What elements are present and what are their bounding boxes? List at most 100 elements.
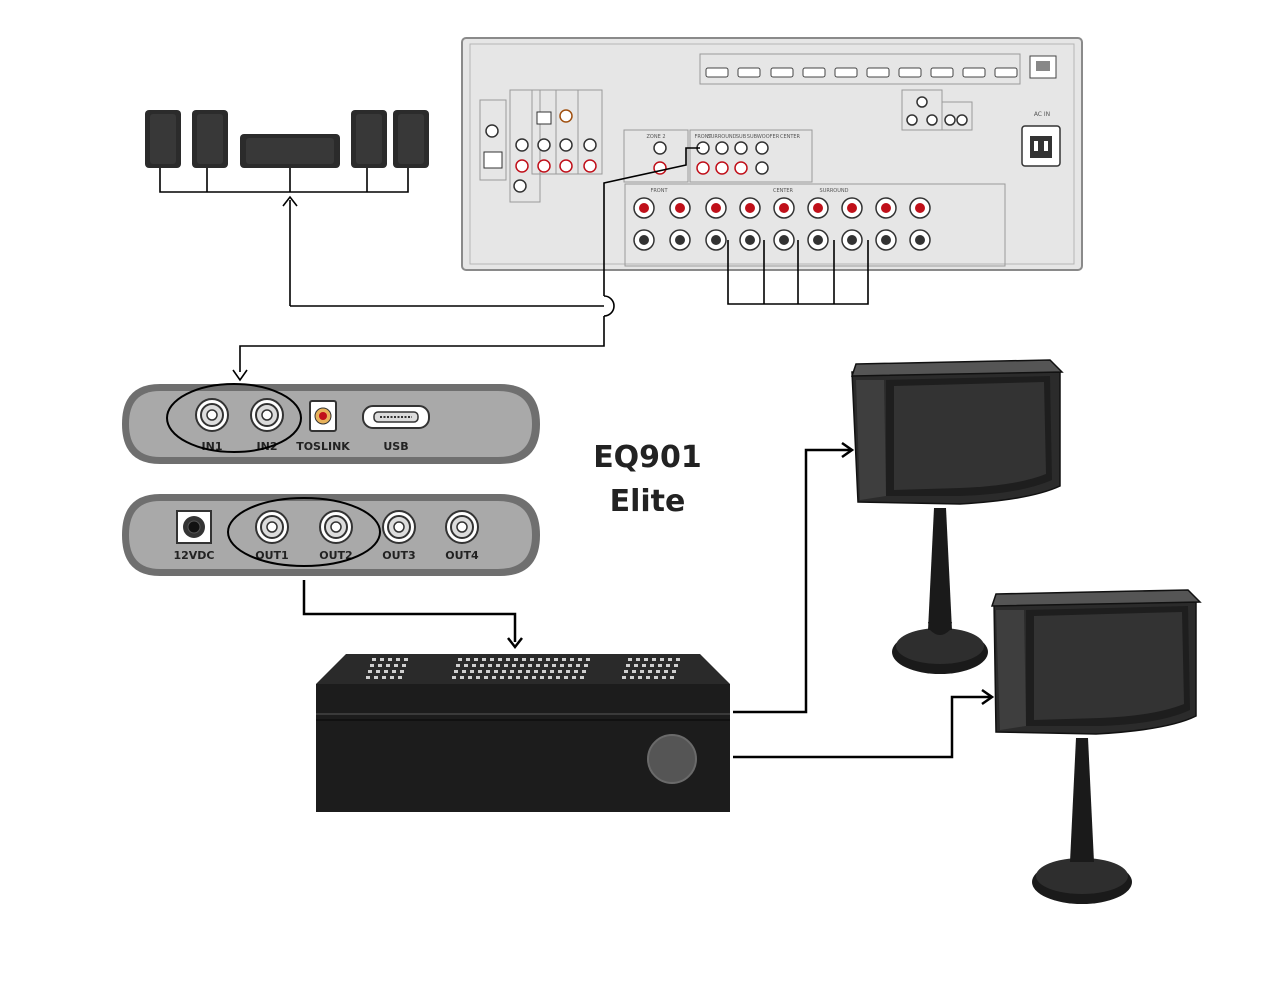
- in2-jack[interactable]: [250, 398, 284, 432]
- amp-volume-knob[interactable]: [647, 734, 697, 784]
- toslink-port[interactable]: [309, 400, 337, 432]
- amp-vent-slot: [454, 670, 458, 673]
- amp-vent-slot: [382, 676, 386, 679]
- amp-vent-slot: [632, 670, 636, 673]
- amp-vent-slot: [514, 658, 518, 661]
- amp-vent-slot: [536, 664, 540, 667]
- amp-vent-slot: [556, 676, 560, 679]
- out3-label: OUT3: [382, 549, 415, 562]
- amp-vent-slot: [504, 664, 508, 667]
- amp-vent-slot: [562, 658, 566, 661]
- amp-vent-slot: [462, 670, 466, 673]
- product-title-line1: EQ901: [593, 440, 702, 475]
- amp-vent-slot: [664, 670, 668, 673]
- amp-vent-slot: [482, 658, 486, 661]
- amp-vent-slot: [654, 676, 658, 679]
- amp-vent-slot: [512, 664, 516, 667]
- amp-vent-slot: [488, 664, 492, 667]
- amp-vent-slot: [668, 658, 672, 661]
- amp-vent-slot: [530, 658, 534, 661]
- amp-vent-slot: [672, 670, 676, 673]
- product-title: EQ901 Elite: [560, 436, 735, 524]
- amp-vent-slot: [510, 670, 514, 673]
- in1-jack[interactable]: [195, 398, 229, 432]
- amp-vent-slot: [554, 658, 558, 661]
- amp-vent-slot: [544, 664, 548, 667]
- amp-vent-slot: [570, 658, 574, 661]
- amp-vent-slot: [456, 664, 460, 667]
- amp-vent-slot: [542, 670, 546, 673]
- amp-vent-slot: [662, 676, 666, 679]
- amp-vent-slot: [584, 664, 588, 667]
- usb-port[interactable]: [362, 405, 430, 429]
- amp-vent-slot: [564, 676, 568, 679]
- amp-vent-slot: [546, 658, 550, 661]
- out1-jack[interactable]: [255, 510, 289, 544]
- preout-label-center: CENTER: [780, 134, 801, 140]
- amp-vent-slot: [560, 664, 564, 667]
- speaker-terminal-post: [881, 203, 891, 213]
- amp-vent-slot: [496, 664, 500, 667]
- amp-vent-slot: [648, 670, 652, 673]
- power-amplifier: [316, 654, 730, 812]
- amp-vent-slot: [368, 670, 372, 673]
- amp-vent-slot: [402, 664, 406, 667]
- amp-vent-slot: [474, 658, 478, 661]
- speaker-terminal-post: [745, 203, 755, 213]
- eq-to-amp-wire: [302, 580, 523, 650]
- amp-vent-slot: [492, 676, 496, 679]
- speaker-terminal-post: [779, 235, 789, 245]
- amp-vent-slot: [568, 664, 572, 667]
- amp-vent-slot: [494, 670, 498, 673]
- out3-jack[interactable]: [382, 510, 416, 544]
- amp-vent-slot: [518, 670, 522, 673]
- amp-vent-slot: [384, 670, 388, 673]
- terminal-group-front: FRONT: [650, 188, 668, 194]
- ac-in-label: AC IN: [1034, 111, 1050, 118]
- amp-vent-slot: [626, 664, 630, 667]
- amp-vent-slot: [484, 676, 488, 679]
- amp-vent-slot: [548, 676, 552, 679]
- speaker-terminals: FRONT CENTER SURROUND: [624, 183, 1006, 267]
- surround-speaker-set: [145, 110, 429, 193]
- amp-vent-slot: [386, 664, 390, 667]
- hdmi-port-row: [699, 53, 1021, 85]
- amp-vent-slot: [404, 658, 408, 661]
- amp-vent-slot: [630, 676, 634, 679]
- out4-jack[interactable]: [445, 510, 479, 544]
- terminal-group-surround: SURROUND: [820, 188, 849, 194]
- amp-vent-slot: [464, 664, 468, 667]
- amp-vent-slot: [576, 664, 580, 667]
- in2-label: IN2: [257, 440, 278, 453]
- speaker-terminal-post: [745, 235, 755, 245]
- amp-vent-slot: [458, 658, 462, 661]
- out2-jack[interactable]: [319, 510, 353, 544]
- amp-vent-slot: [628, 658, 632, 661]
- amp-vent-slot: [388, 658, 392, 661]
- speaker-terminal-post: [847, 235, 857, 245]
- amp-vent-slot: [476, 676, 480, 679]
- dc-power-jack[interactable]: [176, 510, 212, 544]
- amp-vent-slot: [572, 676, 576, 679]
- receiver-audio-inputs: [479, 89, 603, 203]
- preout-label-sub: SUB: [736, 134, 747, 140]
- amp-vent-slot: [398, 676, 402, 679]
- amp-vent-slot: [378, 664, 382, 667]
- amp-vent-slot: [650, 664, 654, 667]
- amp-vent-slot: [656, 670, 660, 673]
- input-highlight-ellipse: [166, 383, 302, 453]
- amp-vent-slot: [532, 676, 536, 679]
- amp-vent-slot: [522, 658, 526, 661]
- amp-vent-slot: [374, 676, 378, 679]
- amp-vent-slot: [552, 664, 556, 667]
- speaker-terminal-post: [639, 203, 649, 213]
- output-highlight-ellipse: [227, 497, 381, 567]
- amp-vent-slot: [370, 664, 374, 667]
- amp-vent-slot: [376, 670, 380, 673]
- amp-vent-slot: [490, 658, 494, 661]
- amp-vent-slot: [540, 676, 544, 679]
- av-receiver-rear-panel: AC IN: [461, 37, 1083, 271]
- amp-vent-slot: [466, 658, 470, 661]
- amp-vent-slot: [396, 658, 400, 661]
